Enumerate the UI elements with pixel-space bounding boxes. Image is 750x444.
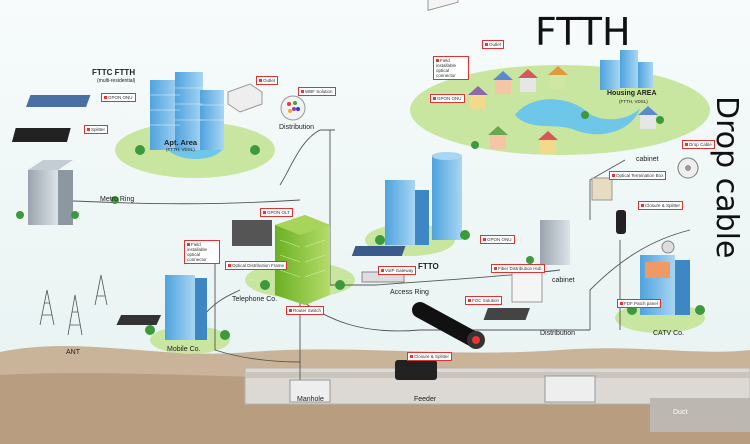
feeder-label: Feeder: [414, 396, 437, 403]
apt-buildings: [150, 72, 224, 150]
tag-wbf-solution: WBF Solution: [298, 87, 336, 96]
fttc-ftth-label: FTTC FTTH: [92, 68, 136, 77]
telephone-building: [275, 215, 330, 305]
router-switch-device: [116, 315, 162, 325]
tag-router-switch: Router Switch: [286, 306, 325, 315]
outlet-device-left: [227, 83, 263, 113]
gpon-onu-device-left: [26, 95, 91, 107]
splitter-device-left: [11, 128, 71, 142]
gpon-olt-device: [232, 220, 272, 246]
closure-splitter-right-device: [616, 210, 626, 234]
tag-optical-termination-box: Optical Termination Box: [609, 171, 667, 180]
ftto-buildings: [385, 152, 462, 245]
closure-splitter-device: [395, 360, 437, 380]
tag-gpon-olt: GPON OLT: [260, 208, 293, 217]
tag-outlet-left: Outlet: [256, 76, 279, 85]
distribution-vault: [544, 375, 596, 403]
duct-top: [245, 372, 750, 378]
manhole-label: Manhole: [297, 396, 324, 403]
housing-pond: [515, 99, 640, 135]
cabinet-house-label: cabinet: [636, 156, 659, 163]
cabinet-mid-label: cabinet: [552, 277, 575, 284]
tag-optical-distribution-frame: Optical Distribution Frame: [225, 261, 288, 270]
houses: [468, 50, 658, 154]
antennas: [39, 274, 108, 336]
fdf-patch-panel-device: [483, 308, 530, 320]
ant-label: ANT: [66, 349, 80, 356]
duct-end: [650, 398, 750, 432]
tag-field-install-top: Field installable optical connector: [433, 56, 469, 80]
gpon-onu-mid-device: [351, 246, 406, 256]
side-title-drop-cable: Drop cable: [709, 96, 744, 259]
headline-ftth: FTTH: [535, 10, 631, 54]
tag-gpon-onu-left: GPON ONU: [101, 93, 136, 102]
distribution-top-label: Distribution: [279, 124, 315, 131]
housing-area-sublabel: (FTTH, VDSL): [619, 99, 648, 104]
foc-cable: [412, 302, 485, 349]
tag-closure-splitter-bottom: Closure & Splitter: [407, 352, 453, 361]
tag-outlet-top: Outlet: [482, 40, 505, 49]
telephone-co-label: Telephone Co.: [232, 296, 278, 303]
tag-voip-gateway: VoIP Gateway: [378, 266, 417, 275]
trees: [16, 111, 705, 340]
gpon-onu-right-device: [427, 0, 459, 11]
tag-gpon-onu-mid: GPON ONU: [480, 235, 515, 244]
access-ring-label: Access Ring: [390, 289, 429, 296]
metro-building: [28, 160, 73, 225]
tag-field-install-left: Field installable optical connector: [184, 240, 220, 264]
tag-gpon-onu-right: GPON ONU: [430, 94, 465, 103]
mobile-co-label: Mobile Co.: [167, 346, 201, 353]
fttc-ftth-sublabel: (multi-residential): [97, 78, 136, 84]
optical-termination-box-device: [591, 177, 613, 201]
tag-fiber-distribution-hub: Fiber Distribution Hub: [491, 264, 545, 273]
metro-ring-label: Metro Ring: [100, 196, 135, 203]
housing-area-label: Housing AREA: [607, 90, 657, 97]
tag-drop-cable: Drop Cable: [682, 140, 715, 149]
mobile-building: [165, 275, 207, 340]
ftto-label: FTTO: [418, 262, 439, 271]
catv-co-label: CATV Co.: [653, 330, 684, 337]
tag-closure-splitter-right: Closure & Splitter: [638, 201, 684, 210]
manhole-vault: [289, 379, 331, 403]
cabinet-mid-box: [511, 267, 543, 303]
tag-fdf-patch-panel: FDF Patch panel: [617, 299, 661, 308]
apt-area-sublabel: (FTTH, VDSL): [166, 147, 195, 152]
tag-splitter-left: Splitter: [84, 125, 109, 134]
distribution-bottom-label: Distribution: [540, 330, 576, 337]
fdh-building: [540, 220, 570, 265]
tag-foc-solution: FOC Solution: [465, 296, 503, 305]
duct-label: Duct: [673, 409, 688, 416]
apt-area-label: Apt. Area: [164, 138, 198, 147]
